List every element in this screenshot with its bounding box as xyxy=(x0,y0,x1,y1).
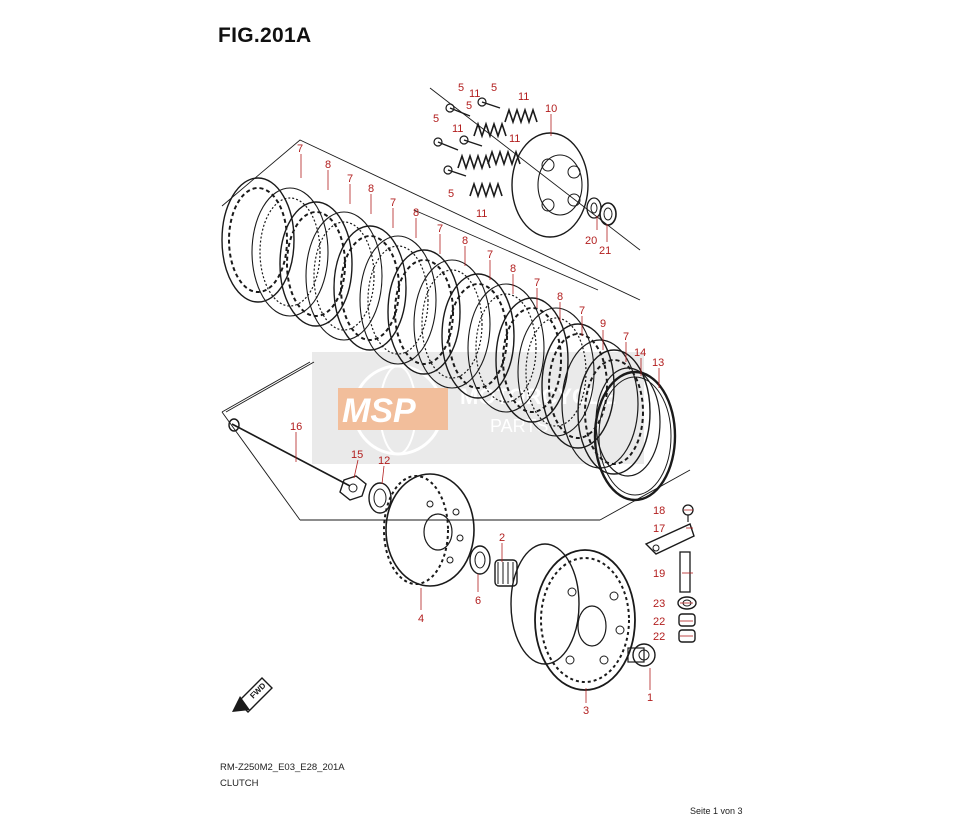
clutch-spring xyxy=(469,181,503,199)
callout-14: 14 xyxy=(634,347,646,359)
callout-11: 11 xyxy=(476,208,487,220)
callout-9: 9 xyxy=(600,318,606,330)
wire-ring-13 xyxy=(593,370,677,502)
plate-stack-frame xyxy=(221,87,691,521)
clutch-bolt xyxy=(445,103,471,117)
friction-plate xyxy=(541,323,615,449)
callout-8: 8 xyxy=(368,183,374,195)
callout-5: 5 xyxy=(458,82,464,94)
callout-leaders xyxy=(295,114,693,703)
callout-2: 2 xyxy=(499,532,505,544)
callout-7: 7 xyxy=(297,143,303,155)
callout-12: 12 xyxy=(378,455,390,467)
release-shaft-19 xyxy=(679,551,691,593)
callout-7: 7 xyxy=(437,223,443,235)
callout-11: 11 xyxy=(469,88,480,100)
friction-plate xyxy=(333,225,407,351)
push-rod-16 xyxy=(228,418,351,487)
callout-6: 6 xyxy=(475,595,481,607)
callout-7: 7 xyxy=(623,331,629,343)
callout-5: 5 xyxy=(491,82,497,94)
sleeve-hub-4 xyxy=(383,473,475,587)
callout-4: 4 xyxy=(418,613,424,625)
callout-15: 15 xyxy=(351,449,363,461)
callout-7: 7 xyxy=(487,249,493,261)
svg-text:PARTS: PARTS xyxy=(490,416,548,436)
callout-23: 23 xyxy=(653,598,665,610)
clutch-spring xyxy=(504,107,538,125)
figure-title: FIG.201A xyxy=(218,24,312,47)
callout-3: 3 xyxy=(583,705,589,717)
callout-7: 7 xyxy=(347,173,353,185)
release-arm-17 xyxy=(644,523,695,555)
callout-22: 22 xyxy=(653,616,665,628)
callout-11: 11 xyxy=(509,133,520,145)
callout-21: 21 xyxy=(599,245,611,257)
pressure-plate-assembly xyxy=(433,97,617,238)
nut-15 xyxy=(339,475,367,501)
callout-5: 5 xyxy=(448,188,454,200)
clutch-plates xyxy=(221,177,677,502)
lock-washer-12 xyxy=(368,482,392,514)
friction-plate-last xyxy=(577,349,651,475)
callout-20: 20 xyxy=(585,235,597,247)
callout-17: 17 xyxy=(653,523,665,535)
model-code: RM-Z250M2_E03_E28_201A xyxy=(220,762,345,773)
clutch-housing-3 xyxy=(510,543,636,691)
callout-13: 13 xyxy=(652,357,664,369)
clutch-spring xyxy=(473,121,507,139)
clutch-bolt xyxy=(477,97,501,109)
bearing-22-lower xyxy=(678,629,696,643)
callout-18: 18 xyxy=(653,505,665,517)
pressure-plate xyxy=(511,132,589,238)
callout-7: 7 xyxy=(534,277,540,289)
callout-11: 11 xyxy=(452,123,463,135)
hub-frame xyxy=(225,361,600,521)
clutch-bolt xyxy=(443,165,467,177)
assembly-name: CLUTCH xyxy=(220,778,259,789)
clutch-bolt xyxy=(433,137,459,151)
steel-plate xyxy=(359,235,437,365)
callout-7: 7 xyxy=(390,197,396,209)
clutch-spring xyxy=(457,153,491,171)
fwd-arrow-icon: FWD xyxy=(232,677,273,713)
callout-10: 10 xyxy=(545,103,557,115)
clutch-bolt xyxy=(459,135,483,147)
callout-19: 19 xyxy=(653,568,665,580)
friction-plate xyxy=(221,177,295,303)
thrust-washer-6 xyxy=(469,545,491,575)
steel-plate xyxy=(305,211,383,341)
callout-5: 5 xyxy=(466,100,472,112)
bearing-21 xyxy=(599,202,617,226)
callout-8: 8 xyxy=(510,263,516,275)
page-indicator: Seite 1 von 3 xyxy=(690,806,743,816)
steel-plate xyxy=(413,259,491,389)
callout-8: 8 xyxy=(413,207,419,219)
callout-11: 11 xyxy=(518,91,529,103)
callout-1: 1 xyxy=(647,692,653,704)
steel-plate xyxy=(467,283,545,413)
steel-plate xyxy=(251,187,329,317)
clutch-spring xyxy=(487,149,521,167)
callout-16: 16 xyxy=(290,421,302,433)
callout-8: 8 xyxy=(462,235,468,247)
callout-8: 8 xyxy=(325,159,331,171)
bearing-22-upper xyxy=(678,613,696,627)
callout-8: 8 xyxy=(557,291,563,303)
callout-7: 7 xyxy=(579,305,585,317)
callout-5: 5 xyxy=(433,113,439,125)
spacer-1 xyxy=(627,643,656,667)
release-bolt-18 xyxy=(682,504,694,522)
callout-labels: 7 8 7 8 7 8 7 8 7 8 7 8 7 9 7 14 13 5 11… xyxy=(290,82,665,717)
callout-22: 22 xyxy=(653,631,665,643)
watermark-text: MSP xyxy=(342,392,416,430)
